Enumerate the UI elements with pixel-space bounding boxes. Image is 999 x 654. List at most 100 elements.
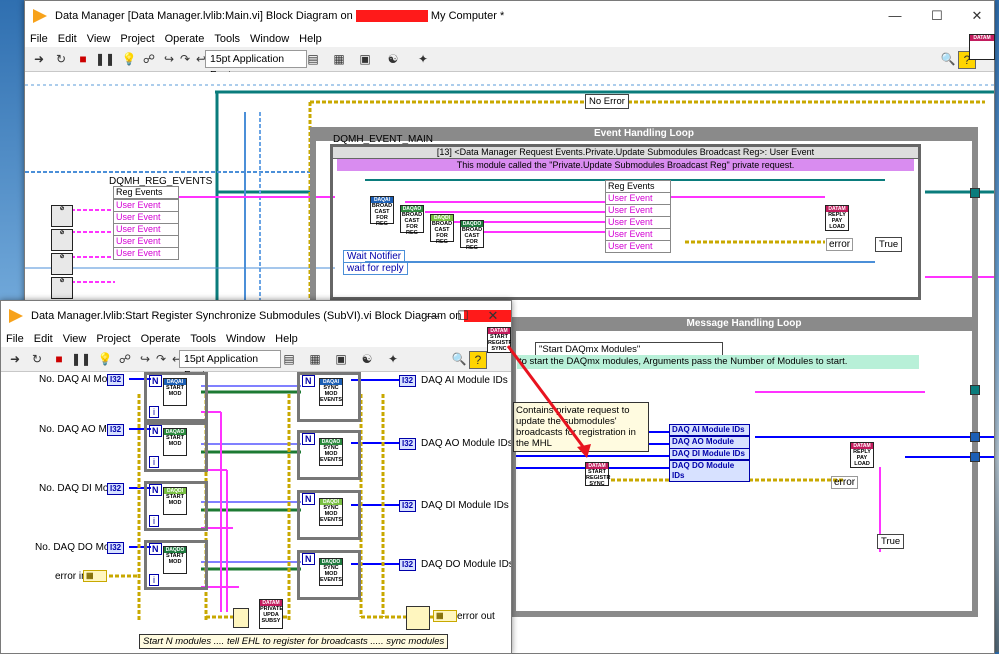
module-ids-do[interactable]: DAQ DO Module IDs: [669, 460, 750, 482]
output-indicator-do[interactable]: I32: [399, 559, 417, 571]
daq-ai-ref-icon[interactable]: ⊘: [51, 205, 73, 227]
abort-icon[interactable]: ■: [79, 52, 87, 66]
subvi-step-into-icon[interactable]: ↪: [139, 352, 151, 366]
menu-tools[interactable]: Tools: [214, 33, 241, 45]
subvi-font-select[interactable]: 15pt Application Font: [179, 350, 281, 381]
output-indicator-ai[interactable]: I32: [399, 375, 417, 387]
right-tunnel-3[interactable]: [970, 452, 980, 462]
for-loop-sync-do[interactable]: N: [297, 550, 361, 600]
reorder-icon[interactable]: ☯: [387, 52, 399, 66]
subvi-menu-help[interactable]: Help: [275, 333, 298, 345]
reg-events-node[interactable]: Reg Events: [113, 186, 179, 199]
minimize-button[interactable]: —: [888, 8, 902, 23]
subvi-menu-window[interactable]: Window: [226, 333, 266, 345]
event-case-selector[interactable]: [13] <Data Manager Request Events.Privat…: [333, 147, 918, 159]
daq-ao-ref-icon[interactable]: ⊘: [51, 229, 73, 251]
subvi-minimize-button[interactable]: —: [426, 308, 440, 323]
subvi-cleanup-diagram-icon[interactable]: ✦: [387, 352, 399, 366]
no-error-case-selector[interactable]: No Error: [585, 94, 629, 109]
font-select[interactable]: 15pt Application Font: [205, 50, 307, 81]
right-tunnel-2[interactable]: [970, 432, 980, 442]
module-ids-di[interactable]: DAQ DI Module IDs: [669, 448, 750, 460]
distribute-objects-icon[interactable]: ▦: [333, 52, 345, 66]
subvi-menu-tools[interactable]: Tools: [190, 333, 217, 345]
module-ids-ai[interactable]: DAQ AI Module IDs: [669, 424, 750, 436]
inner-user-event-5[interactable]: User Event: [605, 240, 671, 253]
subvi-pause-icon[interactable]: ❚❚: [71, 352, 92, 366]
subvi-menu-view[interactable]: View: [62, 333, 87, 345]
step-into-icon[interactable]: ↪: [163, 52, 175, 66]
datam-vi-icon-topright[interactable]: DATAM: [969, 34, 995, 60]
merge-errors-node[interactable]: [233, 608, 249, 628]
subvi-menu-operate[interactable]: Operate: [140, 333, 181, 345]
main-titlebar[interactable]: Data Manager [Data Manager.lvlib:Main.vi…: [25, 1, 994, 31]
subvi-diagram-canvas[interactable]: No. DAQ AI Mods I32 No. DAQ AO Mods I32 …: [1, 372, 511, 653]
step-over-icon[interactable]: ↷: [179, 52, 191, 66]
resize-objects-icon[interactable]: ▣: [359, 52, 371, 66]
menu-view[interactable]: View: [86, 33, 111, 45]
right-tunnel-4[interactable]: [970, 385, 980, 395]
true-case-selector[interactable]: True: [875, 237, 903, 252]
menu-file[interactable]: File: [30, 33, 48, 45]
daq-di-ref-icon[interactable]: ⊘: [51, 253, 73, 275]
align-objects-icon[interactable]: ▤: [307, 52, 319, 66]
subvi-titlebar[interactable]: Data Manager.lvlib:Start Register Synchr…: [1, 301, 511, 331]
menu-project[interactable]: Project: [120, 33, 155, 45]
subvi-run-continuously-icon[interactable]: ↻: [31, 352, 43, 366]
subvi-context-help-icon[interactable]: ?: [469, 351, 487, 369]
highlight-execution-icon[interactable]: 💡: [121, 52, 137, 66]
output-indicator-di[interactable]: I32: [399, 500, 417, 512]
true-case-selector-2[interactable]: True: [877, 534, 905, 549]
subvi-menu-project[interactable]: Project: [96, 333, 131, 345]
subvi-reorder-icon[interactable]: ☯: [361, 352, 373, 366]
menu-operate[interactable]: Operate: [164, 33, 205, 45]
pause-icon[interactable]: ❚❚: [95, 52, 116, 66]
menu-help[interactable]: Help: [299, 33, 322, 45]
merge-errors-node-2[interactable]: [406, 606, 430, 630]
input-control-ao[interactable]: I32: [107, 424, 125, 436]
subvi-close-button[interactable]: ✕: [487, 308, 499, 323]
subvi-run-arrow-icon[interactable]: ➜: [9, 352, 21, 366]
right-tunnel-1[interactable]: [970, 188, 980, 198]
subvi-distribute-objects-icon[interactable]: ▦: [309, 352, 321, 366]
close-button[interactable]: ✕: [971, 8, 983, 23]
subvi-highlight-execution-icon[interactable]: 💡: [97, 352, 113, 366]
subvi-resize-objects-icon[interactable]: ▣: [335, 352, 347, 366]
subvi-align-objects-icon[interactable]: ▤: [283, 352, 295, 366]
run-continuously-icon[interactable]: ↻: [55, 52, 67, 66]
subvi-search-icon[interactable]: 🔍: [451, 352, 467, 366]
subvi-step-out-icon[interactable]: ↩: [171, 352, 183, 366]
error-in-control[interactable]: ▦: [83, 570, 107, 582]
input-control-ai[interactable]: I32: [107, 374, 125, 386]
maximize-button[interactable]: ☐: [931, 8, 943, 23]
retain-wire-values-icon[interactable]: ☍: [142, 52, 156, 66]
subvi-maximize-button[interactable]: ☐: [457, 308, 469, 323]
user-event-5[interactable]: User Event: [113, 247, 179, 260]
subvi-abort-icon[interactable]: ■: [55, 352, 63, 366]
run-arrow-icon[interactable]: ➜: [33, 52, 45, 66]
for-loop-sync-di[interactable]: N: [297, 490, 361, 540]
menu-window[interactable]: Window: [250, 33, 290, 45]
subvi-menu-edit[interactable]: Edit: [33, 333, 53, 345]
subvi-step-over-icon[interactable]: ↷: [155, 352, 167, 366]
input-control-do[interactable]: I32: [107, 542, 125, 554]
